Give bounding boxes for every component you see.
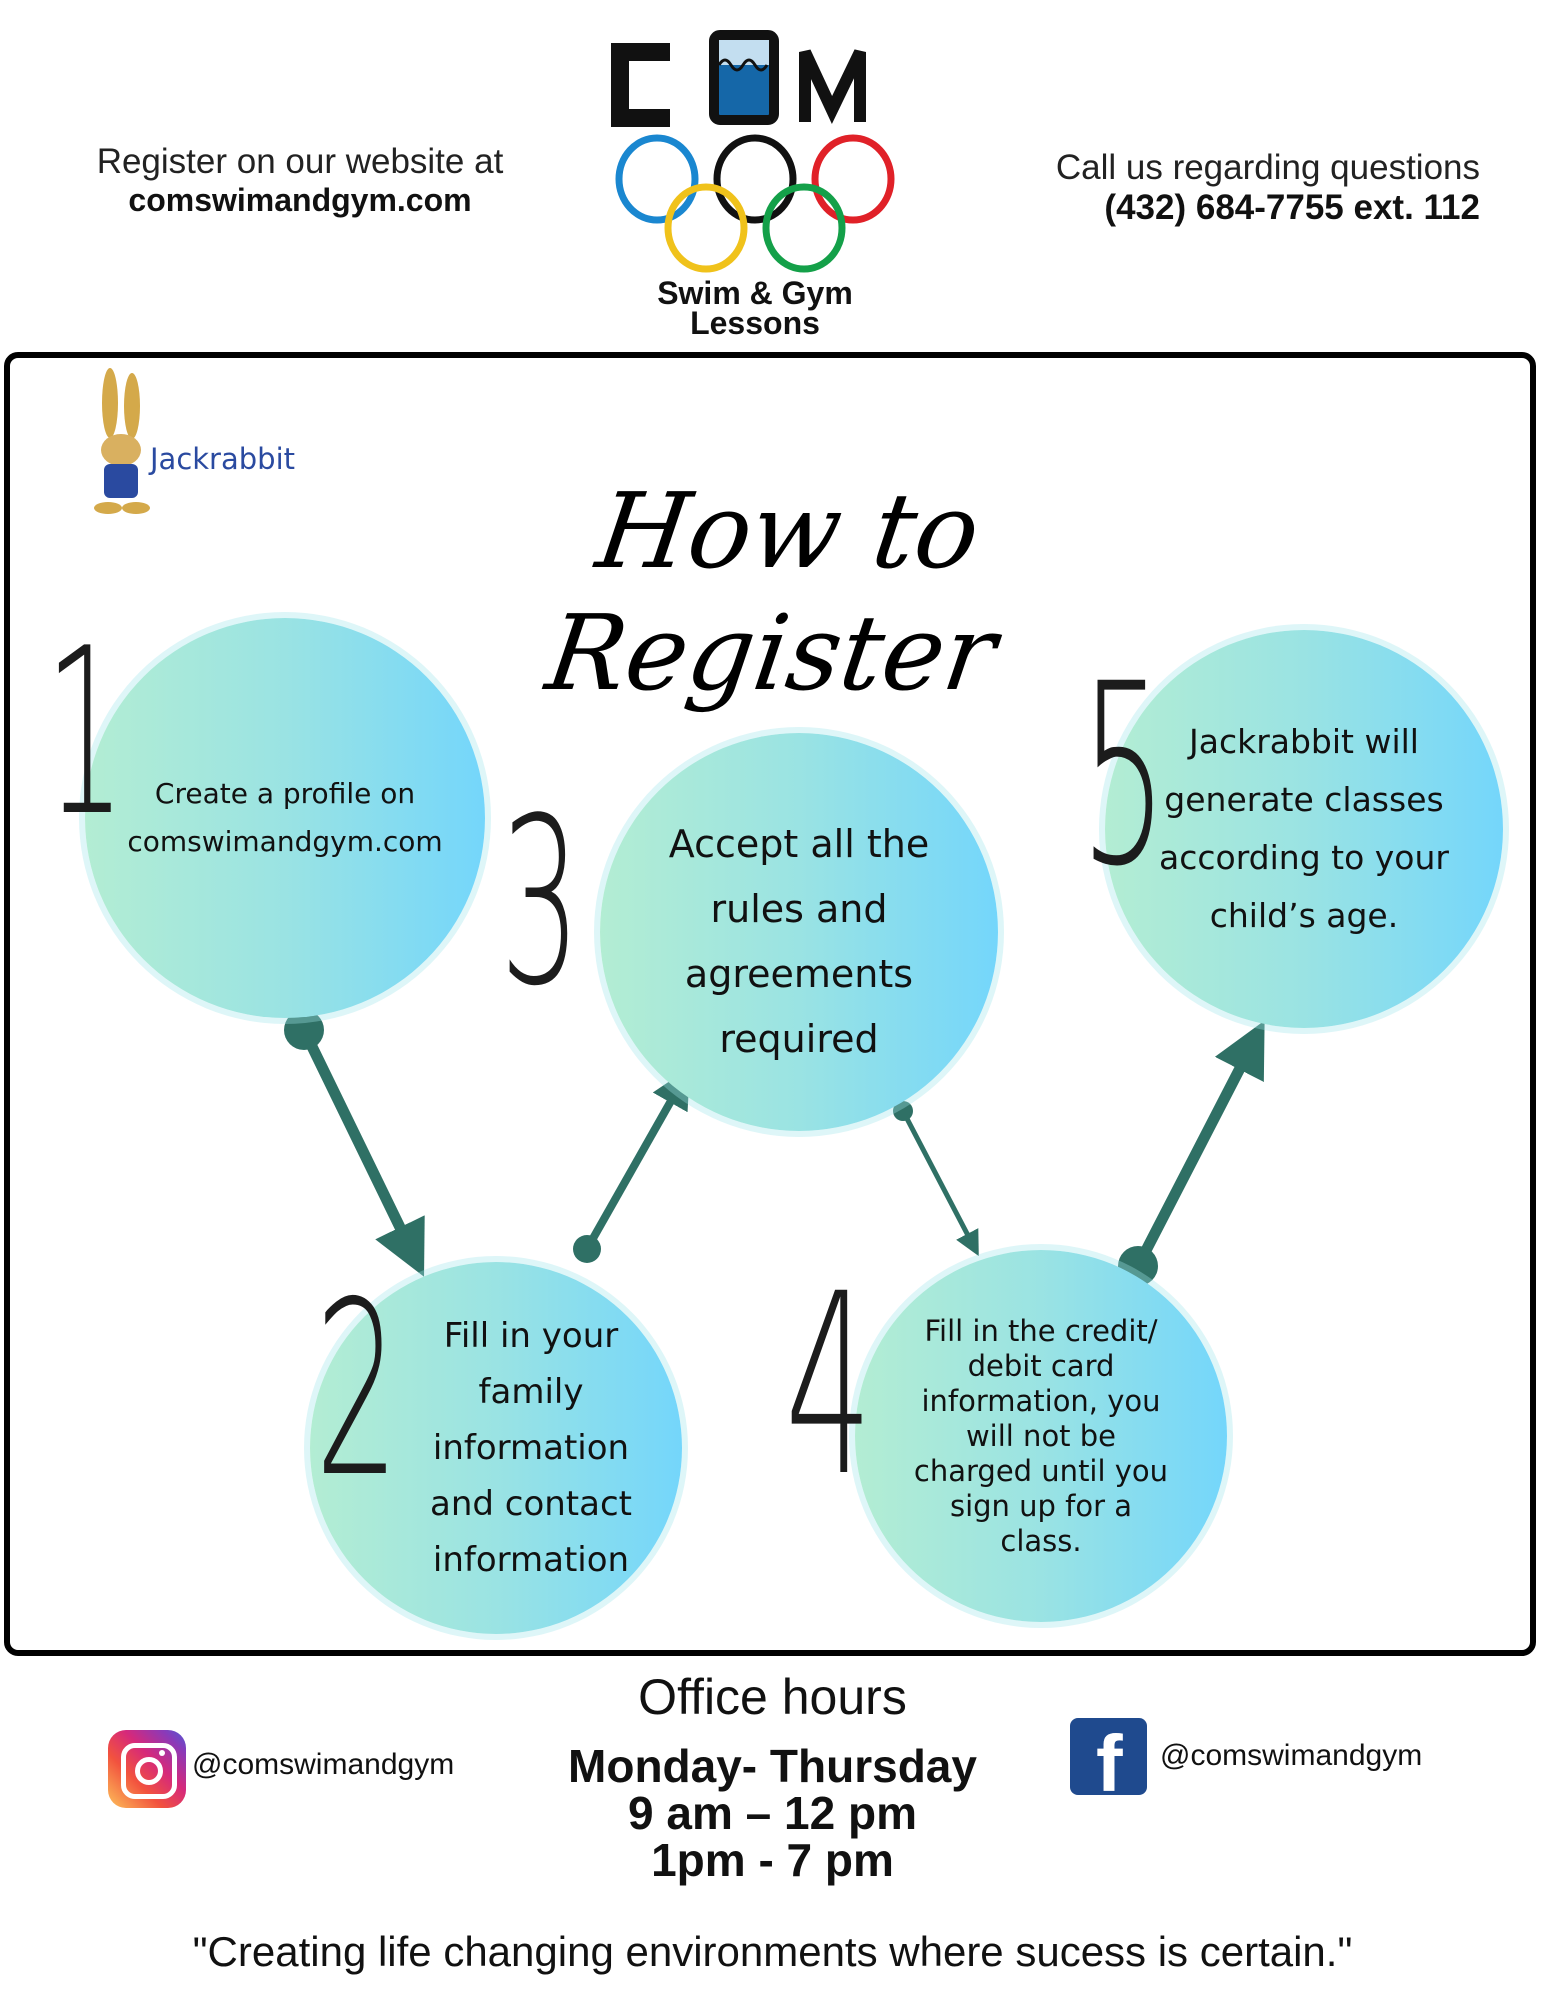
instagram-icon[interactable] — [108, 1730, 186, 1808]
jackrabbit-mascot-icon — [88, 368, 158, 518]
register-info: Register on our website at comswimandgym… — [60, 142, 540, 219]
office-hours: Monday- Thursday 9 am – 12 pm 1pm - 7 pm — [0, 1743, 1545, 1884]
step-1-circle: Create a profile on comswimandgym.com — [85, 618, 485, 1018]
facebook-handle[interactable]: @comswimandgym — [1160, 1739, 1423, 1772]
logo-subtitle-line-2: Lessons — [690, 305, 820, 341]
arrow-3-to-4 — [893, 1101, 979, 1257]
step-3-text: Accept all the rules and agreements requ… — [668, 822, 930, 1061]
quote: "Creating life changing environments whe… — [192, 1928, 1353, 1975]
step-4-number: 4 — [785, 1240, 873, 1531]
call-line: Call us regarding questions — [1055, 148, 1480, 187]
office-hours-afternoon: 1pm - 7 pm — [651, 1834, 894, 1886]
how-to-register-panel — [4, 352, 1536, 1656]
logo-subtitle-line-1: Swim & Gym — [657, 275, 853, 311]
com-olympic-rings-logo — [611, 30, 895, 273]
office-days: Monday- Thursday — [568, 1740, 977, 1792]
step-5-circle: Jackrabbit will generate classes accordi… — [1105, 630, 1503, 1028]
step-1-number: 1 — [45, 600, 126, 867]
instagram-handle[interactable]: @comswimandgym — [192, 1748, 455, 1781]
arrow-4-to-5 — [1118, 1020, 1265, 1286]
phone-number[interactable]: (432) 684-7755 ext. 112 — [1104, 188, 1480, 227]
step-4-text: Fill in the credit/ debit card informati… — [913, 1313, 1169, 1558]
step-2-number: 2 — [315, 1250, 399, 1530]
step-3-circle: Accept all the rules and agreements requ… — [600, 733, 998, 1131]
step-5-text: Jackrabbit will generate classes accordi… — [1159, 722, 1449, 935]
jackrabbit-label: Jackrabbit — [150, 442, 295, 476]
step-4-circle: Fill in the credit/ debit card informati… — [855, 1250, 1227, 1622]
step-2-text: Fill in your family information and cont… — [429, 1316, 632, 1580]
register-line: Register on our website at — [96, 142, 504, 181]
com-logo: Swim & Gym Lessons — [610, 30, 900, 350]
step-2-circle: Fill in your family information and cont… — [310, 1262, 682, 1634]
step-5-number: 5 — [1080, 630, 1168, 921]
facebook-icon[interactable]: f — [1070, 1718, 1147, 1795]
website-link[interactable]: comswimandgym.com — [128, 182, 472, 218]
step-3-number: 3 — [500, 770, 581, 1037]
contact-info: Call us regarding questions (432) 684-77… — [1000, 148, 1480, 228]
step-1-text: Create a profile on comswimandgym.com — [127, 777, 443, 858]
office-hours-label: Office hours — [638, 1669, 907, 1725]
arrow-1-to-2 — [284, 1010, 425, 1277]
arrow-2-to-3 — [573, 1067, 690, 1263]
office-hours-morning: 9 am – 12 pm — [628, 1787, 917, 1839]
logo-subtitle: Swim & Gym Lessons — [610, 275, 900, 341]
